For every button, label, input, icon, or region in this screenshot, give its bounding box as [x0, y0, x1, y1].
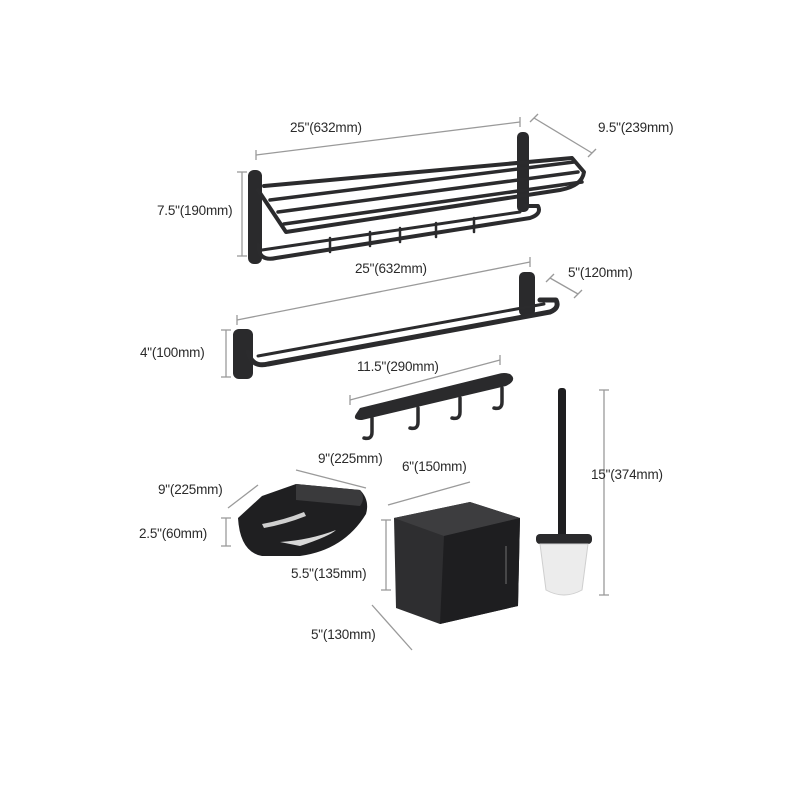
hook-rail-illustration [349, 355, 514, 441]
towel-rack-illustration [237, 113, 597, 264]
hook-rail-length-label: 11.5"(290mm) [357, 359, 439, 374]
toilet-brush-illustration [536, 388, 609, 596]
shelf-side-a-label: 9"(225mm) [158, 482, 223, 497]
paper-holder-height-label: 5.5"(135mm) [291, 566, 367, 581]
paper-holder-width-label: 6"(150mm) [402, 459, 467, 474]
towel-bar-illustration [221, 257, 583, 379]
shelf-side-b-label: 9"(225mm) [318, 451, 383, 466]
rack-length-label: 25"(632mm) [290, 120, 362, 135]
bar-length-label: 25"(632mm) [355, 261, 427, 276]
paper-holder-illustration [371, 481, 520, 651]
paper-holder-depth-label: 5"(130mm) [311, 627, 376, 642]
rack-depth-label: 9.5"(239mm) [598, 120, 674, 135]
brush-height-label: 15"(374mm) [591, 467, 663, 482]
bar-depth-label: 5"(120mm) [568, 265, 633, 280]
bar-height-label: 4"(100mm) [140, 345, 205, 360]
shelf-height-label: 2.5"(60mm) [139, 526, 208, 541]
rack-height-label: 7.5"(190mm) [157, 203, 233, 218]
corner-shelf-illustration [221, 469, 368, 556]
